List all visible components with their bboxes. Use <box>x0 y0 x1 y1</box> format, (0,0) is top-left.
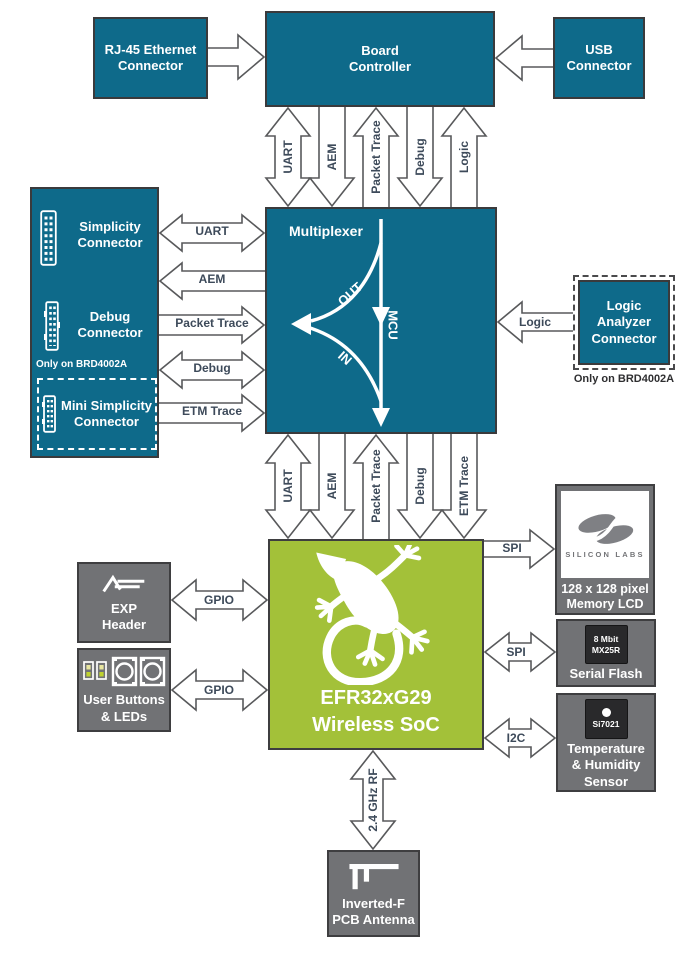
bus-label-spi-flash: SPI <box>506 645 526 659</box>
bus-label-left-uart: UART <box>195 224 229 238</box>
bus-label-top-aem: AEM <box>325 143 339 171</box>
serial-flash-box: 8 Mbit MX25R Serial Flash <box>556 619 656 687</box>
board-controller-box: Board Controller <box>265 11 495 107</box>
gecko-logo <box>314 545 430 685</box>
usb-label-line1: USB <box>585 41 613 57</box>
bus-label-left-aem: AEM <box>198 272 226 286</box>
debug-connector-label: Debug Connector <box>77 309 143 341</box>
exp-header-box: EXP Header <box>77 562 171 643</box>
lcd-screen: SILICON LABS <box>561 491 649 578</box>
left-connector-panel: Simplicity Connector Debug Connector Onl… <box>30 187 159 458</box>
bus-label-bottom-etm-trace: ETM Trace <box>457 455 471 517</box>
usb-label-line2: Connector <box>566 58 632 73</box>
bus-label-left-debug: Debug <box>193 361 231 375</box>
bus-label-bottom-aem: AEM <box>325 472 339 500</box>
memory-lcd-box: SILICON LABS 128 x 128 pixel Memory LCD <box>555 484 655 615</box>
bus-label-rf: 2.4 GHz RF <box>366 768 380 832</box>
logic-analyzer-box: Logic Analyzer Connector <box>578 280 670 365</box>
bus-label-top-uart: UART <box>281 140 295 174</box>
bus-label-gpio-exp: GPIO <box>203 593 235 607</box>
board-controller-line1: Board <box>361 42 399 58</box>
soc-box: EFR32xG29 Wireless SoC <box>268 539 484 750</box>
mini-simplicity-box: Mini Simplicity Connector <box>37 378 157 450</box>
multiplexer-box: Multiplexer OUT MCU IN <box>265 207 497 434</box>
serial-flash-label: Serial Flash <box>569 666 643 681</box>
si7021-chip-dot <box>601 708 611 718</box>
bus-label-gpio-buttons: GPIO <box>203 683 235 697</box>
bus-label-top-debug: Debug <box>413 138 427 176</box>
soc-part-number: EFR32xG29 <box>320 687 432 709</box>
mini-simplicity-label: Mini Simplicity Connector <box>60 397 152 429</box>
bus-label-bottom-uart: UART <box>281 469 295 503</box>
bus-label-left-packet-trace: Packet Trace <box>175 316 249 330</box>
simplicity-pin-header-icon <box>40 210 57 266</box>
bus-label-bottom-debug: Debug <box>413 467 427 505</box>
temp-humidity-sensor-box: Si7021 Temperature & Humidity Sensor <box>556 693 656 792</box>
board-controller-line2: Controller <box>348 59 412 74</box>
left-panel-note: Only on BRD4002A <box>36 359 128 370</box>
bus-label-logic-analyzer: Logic <box>519 315 551 329</box>
bus-label-left-etm-trace: ETM Trace <box>181 404 243 418</box>
si7021-chip-icon: Si7021 <box>584 699 628 739</box>
silicon-labs-logo-icon <box>576 512 635 544</box>
flash-chip-icon: 8 Mbit MX25R <box>584 625 628 664</box>
soc-type: Wireless SoC <box>312 714 440 736</box>
multiplexer-routing-graphic <box>291 219 390 427</box>
debug-pin-header-icon <box>44 301 60 351</box>
bus-label-top-logic: Logic <box>457 141 471 173</box>
buttons-and-leds-icon <box>83 657 166 687</box>
bus-label-i2c: I2C <box>506 731 526 745</box>
exp-header-icon <box>102 574 145 592</box>
pcb-antenna-box: Inverted-F PCB Antenna <box>327 850 420 937</box>
rj45-ethernet-connector-box: RJ-45 Ethernet Connector <box>93 17 208 99</box>
silicon-labs-logo-text: SILICON LABS <box>565 549 645 559</box>
rj45-label-line1: RJ-45 Ethernet <box>104 41 197 57</box>
usb-connector-box: USB Connector <box>553 17 645 99</box>
bus-label-top-packet-trace: Packet Trace <box>369 120 383 194</box>
mini-simplicity-pin-header-icon <box>41 395 56 433</box>
inverted-f-antenna-icon <box>348 863 399 890</box>
simplicity-connector-label: Simplicity Connector <box>77 219 143 251</box>
user-buttons-leds-box: User Buttons & LEDs <box>77 648 171 732</box>
mux-mcu-label: MCU <box>385 310 401 340</box>
rj45-label-line2: Connector <box>118 58 183 73</box>
logic-analyzer-note: Only on BRD4002A <box>573 373 675 385</box>
bus-label-spi-lcd: SPI <box>502 541 522 555</box>
multiplexer-label: Multiplexer <box>289 223 363 239</box>
bus-label-bottom-packet-trace: Packet Trace <box>369 449 383 523</box>
